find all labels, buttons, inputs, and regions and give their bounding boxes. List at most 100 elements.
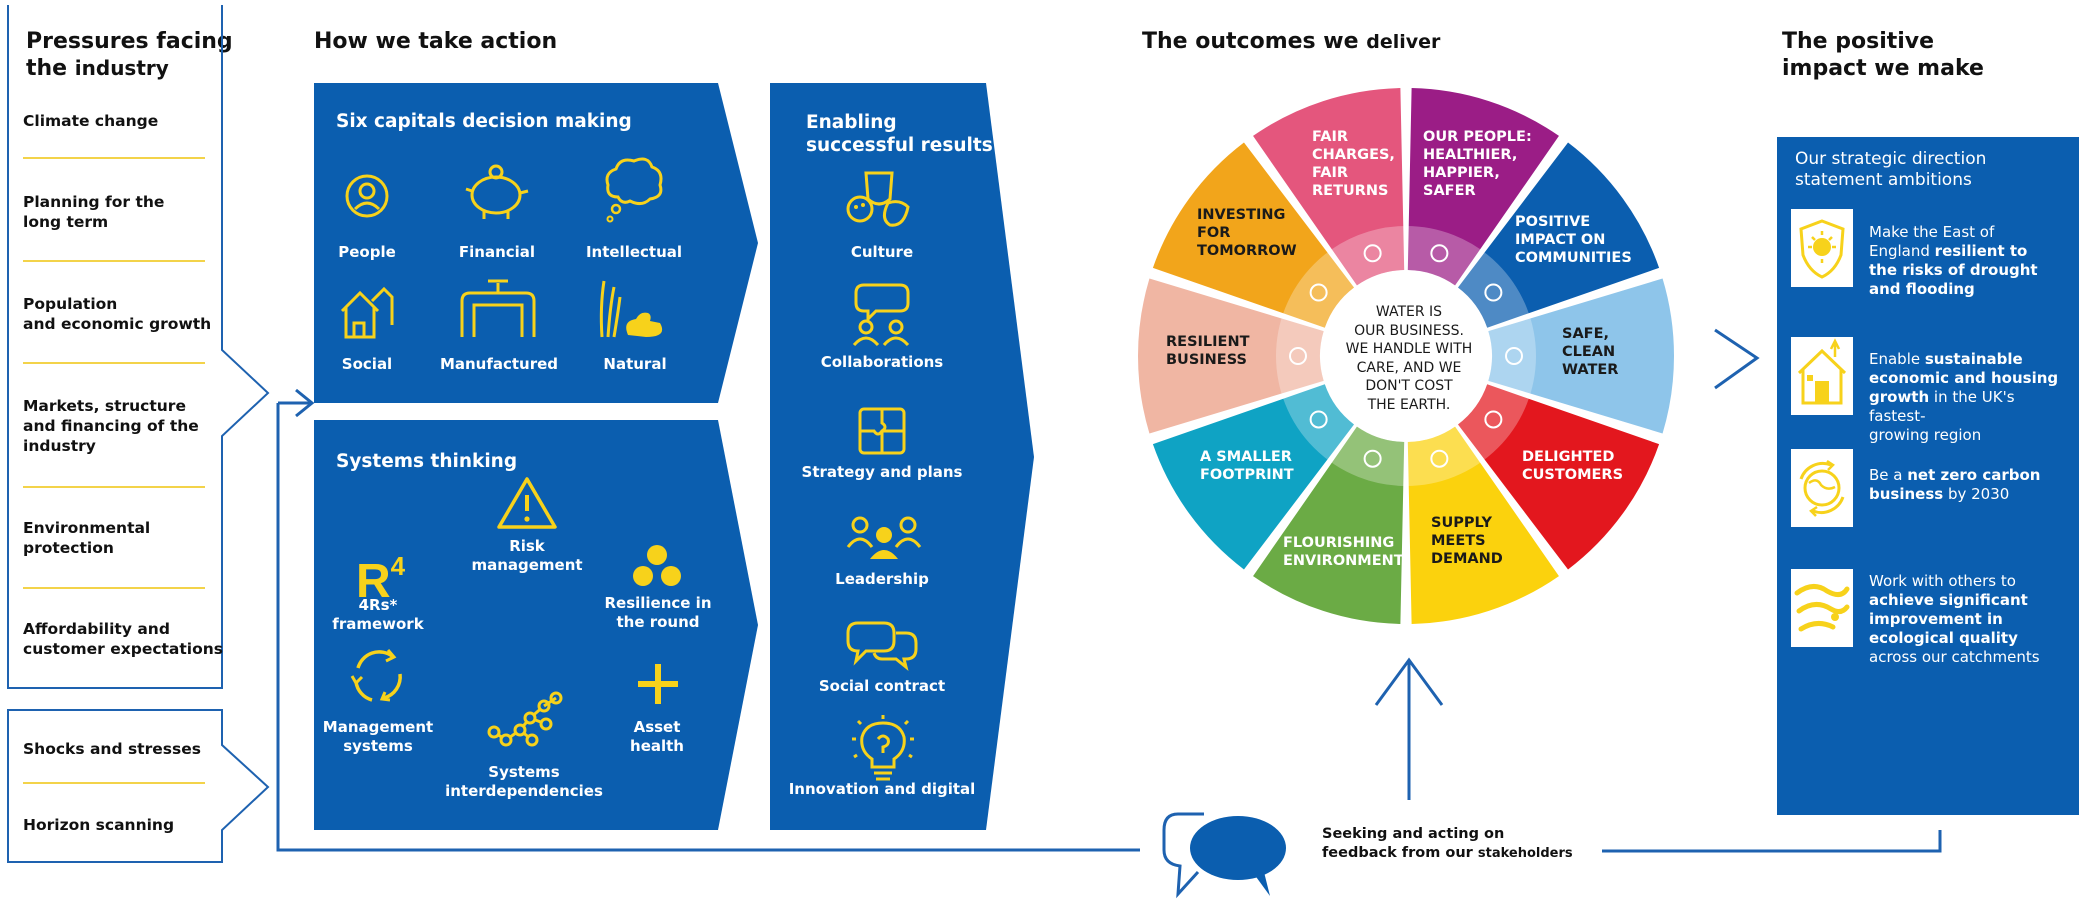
- pipeline-icon: [460, 279, 536, 337]
- wheel-segment: [1457, 142, 1660, 328]
- globe-cycle-icon: [1799, 459, 1845, 517]
- outcomes-wheel: [1138, 88, 1674, 624]
- enabling-strategy: Strategy and plans: [801, 463, 963, 481]
- masks-icon: [846, 171, 910, 227]
- systems-thinking-title: Systems thinking: [336, 451, 518, 472]
- wheel-segment: [1138, 278, 1324, 434]
- quote-icon: [1484, 410, 1503, 429]
- heart-icon: [1430, 244, 1449, 263]
- person-icon: [345, 174, 389, 218]
- enabling-culture: Culture: [850, 243, 914, 261]
- divider: [23, 782, 205, 784]
- people-chat-icon: [852, 283, 910, 347]
- ambition-ecology: Work with others to achieve significant …: [1869, 572, 2040, 666]
- ambition-icon-box: [1791, 337, 1853, 415]
- network-icon: [487, 691, 563, 747]
- wheel-segment: [1457, 384, 1660, 570]
- wheel-segment: [1253, 426, 1405, 624]
- segment-our-people: OUR PEOPLE:HEALTHIER,HAPPIER,SAFER: [1423, 129, 1532, 199]
- puzzle-icon: [858, 407, 906, 455]
- divider: [23, 362, 205, 364]
- ambition-icon-box: [1791, 569, 1853, 647]
- wrench-icon: [1309, 283, 1328, 302]
- capital-manufactured: Manufactured: [439, 355, 559, 373]
- duck-reeds-icon: [599, 280, 663, 338]
- pressures-title-line2a: the: [26, 56, 68, 81]
- pressures-title-line1: Pressures facing: [26, 29, 233, 54]
- houses-icon: [340, 286, 394, 339]
- shield-icon: [1289, 347, 1307, 365]
- wheel-segment: [1253, 88, 1405, 286]
- divider: [23, 587, 205, 589]
- divider: [23, 157, 205, 159]
- pressure-climate-change: Climate change: [23, 112, 159, 130]
- outcomes-title: The outcomes we deliver: [1142, 29, 1441, 54]
- capital-intellectual: Intellectual: [585, 243, 683, 261]
- wheel-segment: [1488, 278, 1674, 434]
- pressures-title: Pressures facing the industry: [26, 28, 233, 82]
- piggy-bank-icon: [465, 164, 529, 219]
- feedback-text: Seeking and acting on feedback from our …: [1322, 826, 1573, 861]
- enabling-leadership: Leadership: [835, 570, 929, 588]
- capital-natural: Natural: [603, 355, 667, 373]
- r4-icon: R4: [356, 551, 406, 608]
- footprint-icon: [1309, 410, 1328, 429]
- group-icon: [846, 516, 922, 559]
- shocks-and-stresses: Shocks and stresses: [23, 740, 201, 758]
- wheel-center: [1322, 272, 1490, 440]
- ambition-icon-box: [1791, 209, 1853, 287]
- thought-cloud-icon: [605, 157, 663, 223]
- wheel-segment: [1407, 426, 1559, 624]
- wheel-segment: [1152, 142, 1355, 328]
- flower-icon: [1363, 449, 1382, 468]
- pressures-frame: [7, 5, 270, 863]
- systems-4rs-framework: 4Rs*framework: [332, 596, 424, 633]
- pressures-title-line2b: industry: [74, 56, 169, 80]
- cycle-arrows-icon: [350, 649, 402, 702]
- speech-bubbles-icon: [1162, 812, 1286, 899]
- six-capitals-title: Six capitals decision making: [336, 111, 632, 132]
- wheel-segment: [1152, 384, 1355, 570]
- house-growth-icon: [1797, 338, 1847, 405]
- plus-icon: [638, 664, 678, 704]
- enabling-social-contract: Social contract: [818, 677, 946, 695]
- three-circles-icon: [633, 545, 681, 586]
- horizon-scanning: Horizon scanning: [23, 816, 175, 834]
- divider: [23, 260, 205, 262]
- capital-people: People: [338, 243, 396, 261]
- ambition-icon-box: [1791, 449, 1853, 527]
- speech-bubbles-icon: [846, 621, 918, 671]
- warning-icon: [497, 477, 557, 529]
- capital-financial: Financial: [458, 243, 536, 261]
- action-title: How we take action: [314, 29, 558, 54]
- wheel-inner-ring: [1276, 226, 1536, 486]
- wallet-icon: [1363, 244, 1382, 263]
- enabling-collaborations: Collaborations: [820, 353, 944, 371]
- ambition-net-zero: Be a net zero carbon business by 2030: [1869, 466, 2041, 503]
- shield-sun-icon: [1799, 219, 1845, 279]
- enabling-innovation: Innovation and digital: [788, 780, 976, 798]
- six-capitals-panel: Six capitals decision making People Fina…: [314, 83, 758, 403]
